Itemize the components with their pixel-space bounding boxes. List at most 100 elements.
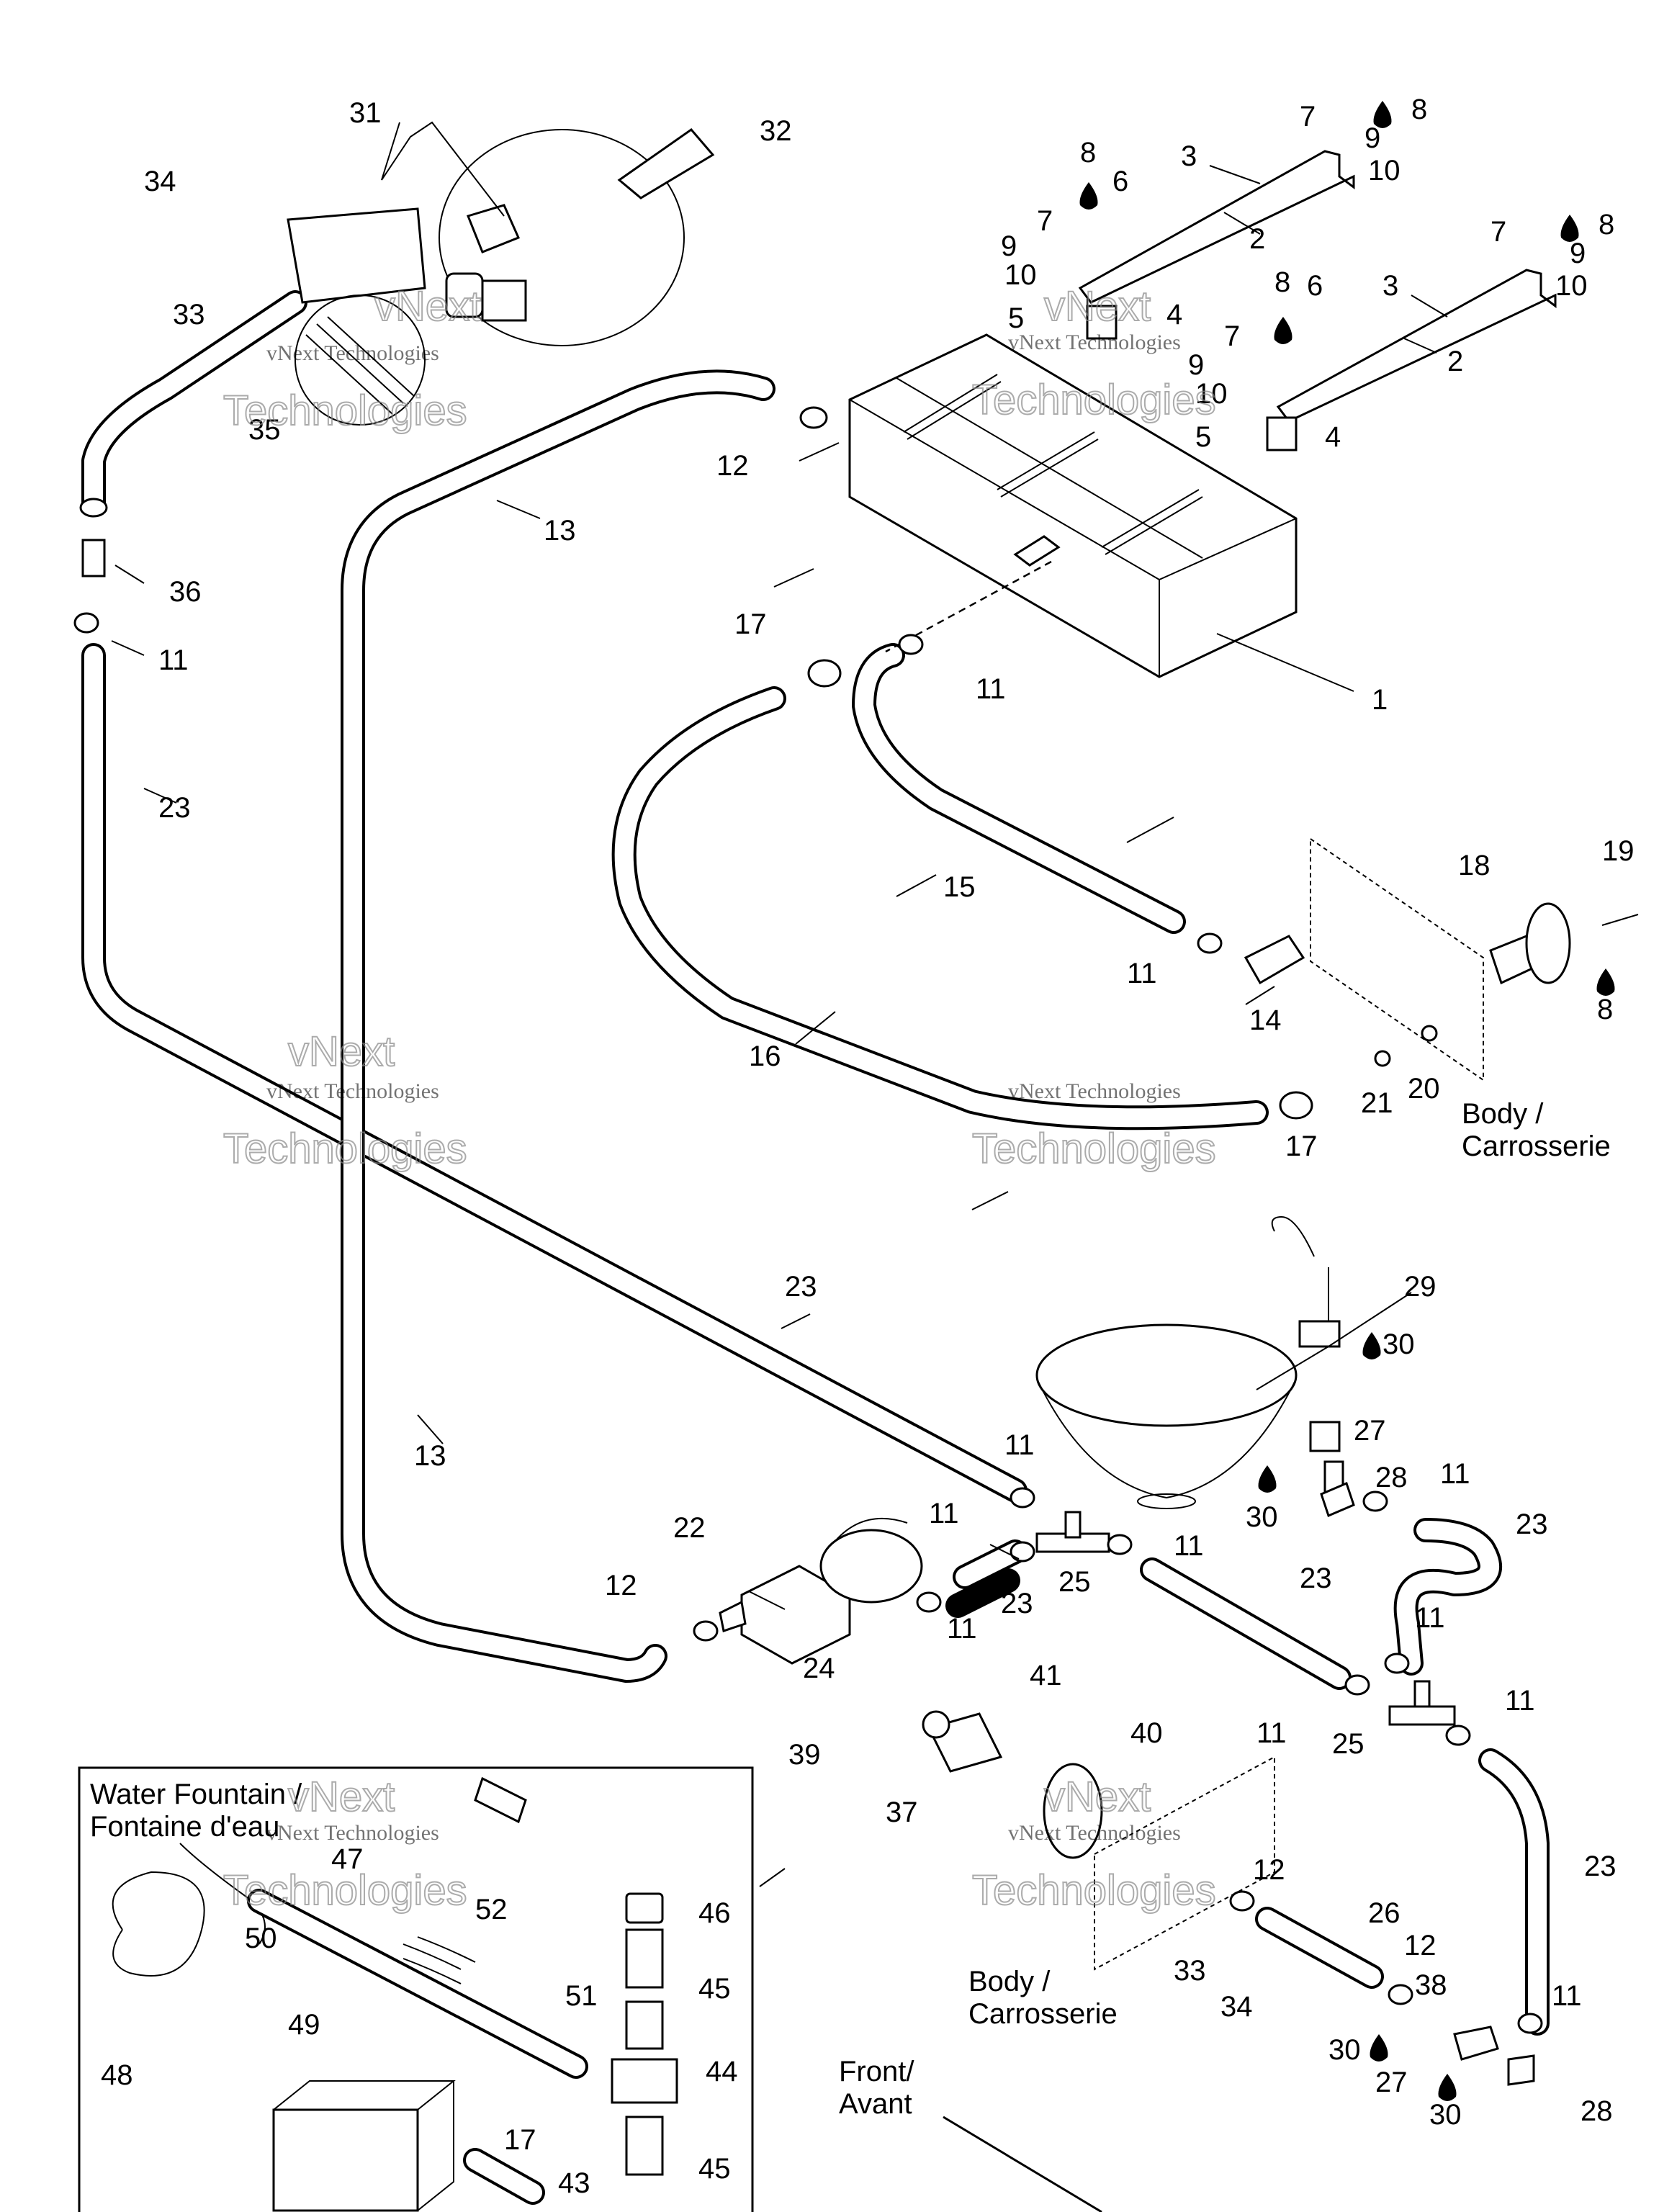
hose-filler-neck (81, 290, 307, 516)
watermark-big: Technologies (972, 1867, 1216, 1914)
tank-strap-lower (1266, 269, 1557, 451)
watermark-big: Technologies (972, 377, 1216, 423)
callout-11: 11 (1174, 1530, 1204, 1562)
front-label-1: Front/ (839, 2056, 914, 2087)
callout-8: 8 (1597, 994, 1613, 1025)
leader-lines (111, 121, 1448, 1887)
callout-9: 9 (1188, 349, 1204, 381)
hose-23-right-vertical (1478, 1748, 1550, 2036)
clamps (73, 406, 1543, 2034)
pump-22 (719, 1517, 923, 1665)
inlet-fitting (1244, 837, 1639, 1082)
callout-3: 3 (1181, 140, 1197, 172)
watermark-big: Technologies (223, 1125, 467, 1172)
callout-11: 11 (1004, 1429, 1035, 1461)
watermark-vnext: vNext (288, 1028, 395, 1075)
callout-48: 48 (101, 2059, 133, 2091)
callout-15: 15 (943, 871, 976, 903)
water-fountain-inset (78, 1766, 754, 2212)
drop-icon (1274, 317, 1292, 344)
callout-44: 44 (706, 2056, 738, 2087)
callout-52: 52 (475, 1894, 508, 1925)
callout-7: 7 (1224, 320, 1240, 352)
callout-17: 17 (734, 608, 767, 640)
callout-9: 9 (1001, 230, 1017, 262)
callout-5: 5 (1008, 302, 1024, 334)
sealant-drop-icons (1079, 101, 1615, 2101)
callout-30: 30 (1328, 2034, 1361, 2066)
callout-5: 5 (1195, 421, 1211, 453)
callout-32: 32 (760, 115, 792, 147)
callout-numbers: 1 2 2 3 3 4 4 5 5 6 6 7 7 7 7 8 8 8 8 8 … (101, 94, 1635, 2199)
callout-17: 17 (504, 2124, 536, 2156)
watermark-vnext: vNext (1044, 283, 1151, 330)
callout-10: 10 (1004, 259, 1037, 291)
callout-23: 23 (1584, 1851, 1617, 1882)
callout-46: 46 (698, 1897, 731, 1929)
callout-11: 11 (1256, 1717, 1287, 1749)
callout-26: 26 (1368, 1897, 1401, 1929)
callout-2: 2 (1447, 346, 1463, 377)
callout-43: 43 (558, 2167, 590, 2199)
callout-8: 8 (1411, 94, 1427, 125)
callout-6: 6 (1112, 166, 1128, 197)
callout-39: 39 (788, 1739, 821, 1771)
callout-21: 21 (1361, 1087, 1393, 1119)
callout-25: 25 (1058, 1566, 1091, 1598)
watermark-small: vNext Technologies (266, 1079, 439, 1103)
drop-icon (1438, 2074, 1457, 2101)
callout-16: 16 (749, 1040, 781, 1072)
hose-23-tee-to-pump (953, 1539, 1028, 1589)
hose-23-left-drain (81, 643, 1028, 1503)
callout-27: 27 (1375, 2067, 1408, 2098)
outlet-fitting (922, 1710, 1275, 1971)
callout-30: 30 (1382, 1328, 1415, 1360)
callout-11: 11 (976, 673, 1006, 705)
callout-40: 40 (1130, 1717, 1163, 1749)
callout-11: 11 (947, 1613, 977, 1645)
drop-icon (1079, 182, 1098, 210)
callout-30: 30 (1246, 1501, 1278, 1533)
callout-4: 4 (1325, 421, 1341, 453)
callout-50: 50 (245, 1923, 277, 1954)
watermark-small: vNext Technologies (1008, 1079, 1181, 1103)
drop-icon (1258, 1465, 1277, 1493)
callout-8: 8 (1274, 266, 1290, 298)
drop-icon (1560, 215, 1579, 242)
area-labels: Body / Carrosserie Body / Carrosserie Wa… (90, 1098, 1611, 2120)
callout-45: 45 (698, 2153, 731, 2185)
callout-10: 10 (1555, 270, 1588, 302)
callout-9: 9 (1570, 238, 1586, 269)
callout-23: 23 (1516, 1509, 1548, 1540)
callout-24: 24 (803, 1653, 835, 1684)
hose-13 (341, 369, 775, 1683)
callout-18: 18 (1458, 850, 1491, 881)
callout-3: 3 (1382, 270, 1398, 302)
callout-8: 8 (1080, 137, 1096, 168)
callout-7: 7 (1491, 216, 1506, 248)
callout-45: 45 (698, 1973, 731, 2005)
front-label-2: Avant (839, 2088, 912, 2120)
callout-34: 34 (144, 166, 176, 197)
fittings-right (1309, 1421, 1535, 2086)
callout-27: 27 (1354, 1415, 1386, 1447)
callout-28: 28 (1581, 2095, 1613, 2127)
hose-26 (1255, 1907, 1384, 1989)
callout-23: 23 (1300, 1563, 1332, 1594)
callout-34: 34 (1220, 1991, 1253, 2023)
water-tank (848, 333, 1298, 678)
drop-icon (1370, 2034, 1388, 2062)
callout-28: 28 (1375, 1462, 1408, 1493)
callout-12: 12 (605, 1570, 637, 1601)
filler-neck-assembly (287, 127, 715, 426)
callout-8: 8 (1599, 209, 1614, 240)
callout-10: 10 (1368, 155, 1401, 186)
callout-11: 11 (1440, 1458, 1470, 1490)
callout-36: 36 (169, 576, 202, 608)
callout-11: 11 (1415, 1602, 1445, 1634)
callout-23: 23 (785, 1271, 817, 1303)
watermarks: vNext vNext Technologies Technologies vN… (222, 282, 1217, 1915)
callout-11: 11 (1552, 1980, 1582, 2012)
callout-13: 13 (414, 1440, 446, 1472)
